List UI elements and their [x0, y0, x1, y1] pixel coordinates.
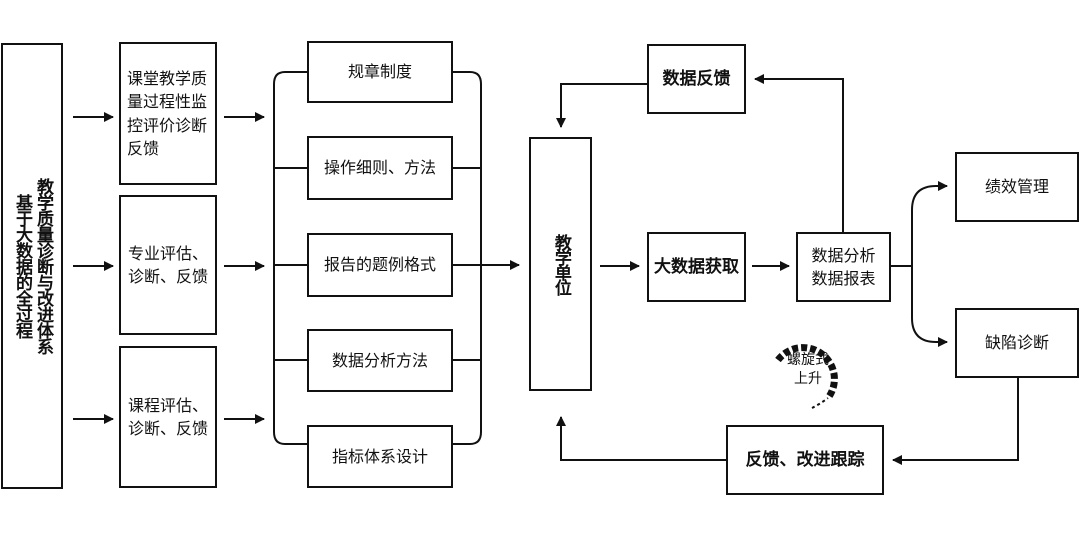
spiral-rise-label: 螺旋式 上升 [787, 352, 829, 387]
indicator-design-label: 指标体系设计 [331, 446, 428, 466]
arrow-feedback-to-unit [556, 83, 647, 128]
methods-bracket-right [453, 71, 482, 445]
major-evaluation-box: 专业评估、 诊断、反馈 [119, 195, 217, 335]
arrow-defect-to-bottom-feedback [892, 378, 1019, 465]
improvement-tracking-box: 反馈、改进跟踪 [726, 425, 884, 495]
spiral-tail [811, 397, 829, 409]
data-analysis-box: 数据分析 数据报表 [796, 232, 891, 302]
report-format-box: 报告的题例格式 [307, 233, 453, 297]
arrow-analysis-to-feedback [754, 74, 844, 232]
process-monitor-label: 课堂教学质 量过程性监 控评价诊断 反馈 [127, 69, 208, 158]
rules-detail-box: 操作细则、方法 [307, 136, 453, 200]
course-evaluation-label: 课程评估、 诊断、反馈 [127, 395, 208, 438]
report-format-label: 报告的题例格式 [323, 255, 436, 275]
analysis-method-box: 数据分析方法 [307, 329, 453, 392]
rules-detail-label: 操作细则、方法 [323, 158, 436, 178]
methods-bracket-left [273, 71, 307, 445]
arrow-to-defect [911, 266, 948, 347]
teaching-unit-label: 教学单位 [550, 234, 571, 294]
defect-diagnosis-box: 缺陷诊断 [955, 308, 1079, 378]
performance-management-label: 绩效管理 [984, 177, 1049, 197]
arrow-bottom-feedback-to-unit [556, 416, 726, 461]
data-feedback-label: 数据反馈 [662, 68, 731, 89]
rules-label: 规章制度 [347, 62, 412, 82]
indicator-design-box: 指标体系设计 [307, 425, 453, 488]
data-analysis-label: 数据分析 数据报表 [811, 245, 876, 288]
left-title-line2: 教学质量诊断与改进体系 [33, 178, 54, 354]
bigdata-acquisition-box: 大数据获取 [647, 232, 746, 302]
defect-diagnosis-label: 缺陷诊断 [984, 333, 1049, 353]
rules-box: 规章制度 [307, 41, 453, 103]
improvement-tracking-label: 反馈、改进跟踪 [745, 449, 865, 470]
analysis-method-label: 数据分析方法 [331, 350, 428, 370]
performance-management-box: 绩效管理 [955, 152, 1079, 222]
process-monitor-box: 课堂教学质 量过程性监 控评价诊断 反馈 [119, 42, 217, 185]
major-evaluation-label: 专业评估、 诊断、反馈 [127, 243, 208, 286]
left-title-line1-text: 基于大数据的全过程 [12, 194, 32, 338]
left-title-line1: 基于大数据的全过程 [12, 194, 32, 338]
data-feedback-box: 数据反馈 [647, 44, 746, 114]
left-title-line2-text: 教学质量诊断与改进体系 [33, 178, 54, 354]
bigdata-acquisition-label: 大数据获取 [654, 256, 739, 277]
spiral-icon [775, 344, 838, 401]
left-title-box: 基于大数据的全过程 教学质量诊断与改进体系 [1, 43, 63, 489]
course-evaluation-box: 课程评估、 诊断、反馈 [119, 346, 217, 488]
teaching-unit-box: 教学单位 [529, 137, 592, 391]
arrow-to-performance [911, 181, 948, 266]
